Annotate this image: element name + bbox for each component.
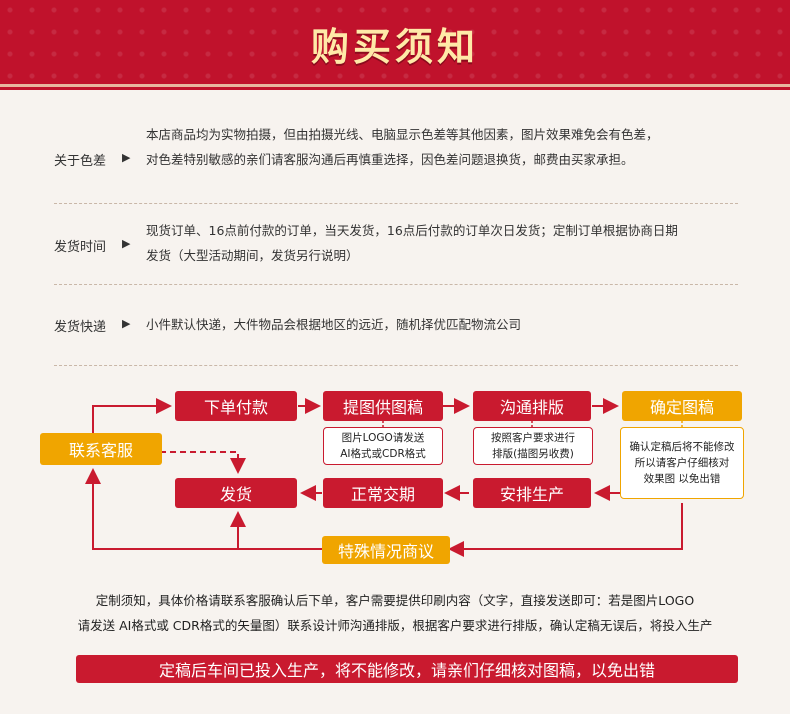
section-line: 小件默认快递，大件物品会根据地区的远近，随机择优匹配物流公司 xyxy=(146,317,522,332)
section-text: 本店商品均为实物拍摄，但由拍摄光线、电脑显示色差等其他因素，图片效果难免会有色差… xyxy=(146,122,746,172)
section-text: 小件默认快递，大件物品会根据地区的远近，随机择优匹配物流公司 xyxy=(146,312,746,337)
communicate-layout-box: 沟通排版 xyxy=(473,391,591,421)
play-arrow-icon: ▶ xyxy=(122,151,131,164)
arrow-contact-to-order xyxy=(92,398,172,437)
divider xyxy=(54,203,738,204)
page-title: 购买须知 xyxy=(310,25,479,69)
banner-stripe xyxy=(0,84,790,87)
note-line: 排版(描图另收费) xyxy=(492,448,574,460)
section-shipping-time: 发货时间 ▶ 现货订单、16点前付款的订单，当天发货，16点后付款的订单次日发货… xyxy=(54,218,744,278)
confirm-draft-box: 确定图稿 xyxy=(622,391,742,421)
footer-line: 定制须知，具体价格请联系客服确认后下单，客户需要提供印刷内容（文字，直接发送即可… xyxy=(95,593,695,608)
order-pay-box: 下单付款 xyxy=(175,391,297,421)
ship-box: 发货 xyxy=(175,478,297,508)
note-layout-requirement: 按照客户要求进行排版(描图另收费) xyxy=(473,427,593,465)
play-arrow-icon: ▶ xyxy=(122,237,131,250)
arrow-special-to-contact xyxy=(85,468,238,550)
contact-service-box: 联系客服 xyxy=(40,433,162,465)
note-line: 效果图 以免出错 xyxy=(643,473,721,485)
divider xyxy=(54,365,738,366)
section-label: 发货快递 xyxy=(54,320,107,335)
custom-notice: 定制须知，具体价格请联系客服确认后下单，客户需要提供印刷内容（文字，直接发送即可… xyxy=(30,588,760,638)
arrow-to-special xyxy=(448,503,683,557)
note-line: 所以请客户仔细核对 xyxy=(634,457,730,469)
note-confirm-warning: 确认定稿后将不能修改所以请客户仔细核对效果图 以免出错 xyxy=(620,427,744,499)
note-line: 图片LOGO请发送 xyxy=(341,432,425,444)
section-line: 发货（大型活动期间，发货另行说明） xyxy=(146,248,359,263)
section-line: 对色差特别敏感的亲们请客服沟通后再慎重选择，因色差问题退换货，邮费由买家承担。 xyxy=(146,152,634,167)
section-label: 关于色差 xyxy=(54,154,107,169)
arrange-production-box: 安排生产 xyxy=(473,478,591,508)
divider xyxy=(54,284,738,285)
play-arrow-icon: ▶ xyxy=(122,317,131,330)
footer-line: 请发送 AI格式或 CDR格式的矢量图）联系设计师沟通排版，根据客户要求进行排版… xyxy=(77,618,713,633)
submit-draft-box: 提图供图稿 xyxy=(323,391,443,421)
note-line: 按照客户要求进行 xyxy=(491,432,575,444)
warning-bar: 定稿后车间已投入生产，将不能修改，请亲们仔细核对图稿，以免出错 xyxy=(76,655,738,683)
note-submit-format: 图片LOGO请发送 AI格式或CDR格式 xyxy=(323,427,443,465)
section-line: 现货订单、16点前付款的订单，当天发货，16点后付款的订单次日发货；定制订单根据… xyxy=(146,223,678,238)
banner-pattern xyxy=(0,0,790,90)
section-color-difference: 关于色差 ▶ 本店商品均为实物拍摄，但由拍摄光线、电脑显示色差等其他因素，图片效… xyxy=(54,122,744,182)
normal-delivery-box: 正常交期 xyxy=(323,478,443,508)
special-negotiation-box: 特殊情况商议 xyxy=(322,536,450,564)
arrow-special-to-ship xyxy=(230,511,322,550)
dashed-arrow-contact-to-ship xyxy=(160,451,246,474)
note-line: 确认定稿后将不能修改 xyxy=(629,441,735,453)
header-banner: 购买须知 xyxy=(0,0,790,90)
section-label: 发货时间 xyxy=(54,240,107,255)
section-text: 现货订单、16点前付款的订单，当天发货，16点后付款的订单次日发货；定制订单根据… xyxy=(146,218,746,268)
note-line: AI格式或CDR格式 xyxy=(340,448,426,460)
section-line: 本店商品均为实物拍摄，但由拍摄光线、电脑显示色差等其他因素，图片效果难免会有色差… xyxy=(146,127,659,142)
section-courier: 发货快递 ▶ 小件默认快递，大件物品会根据地区的远近，随机择优匹配物流公司 xyxy=(54,312,744,338)
